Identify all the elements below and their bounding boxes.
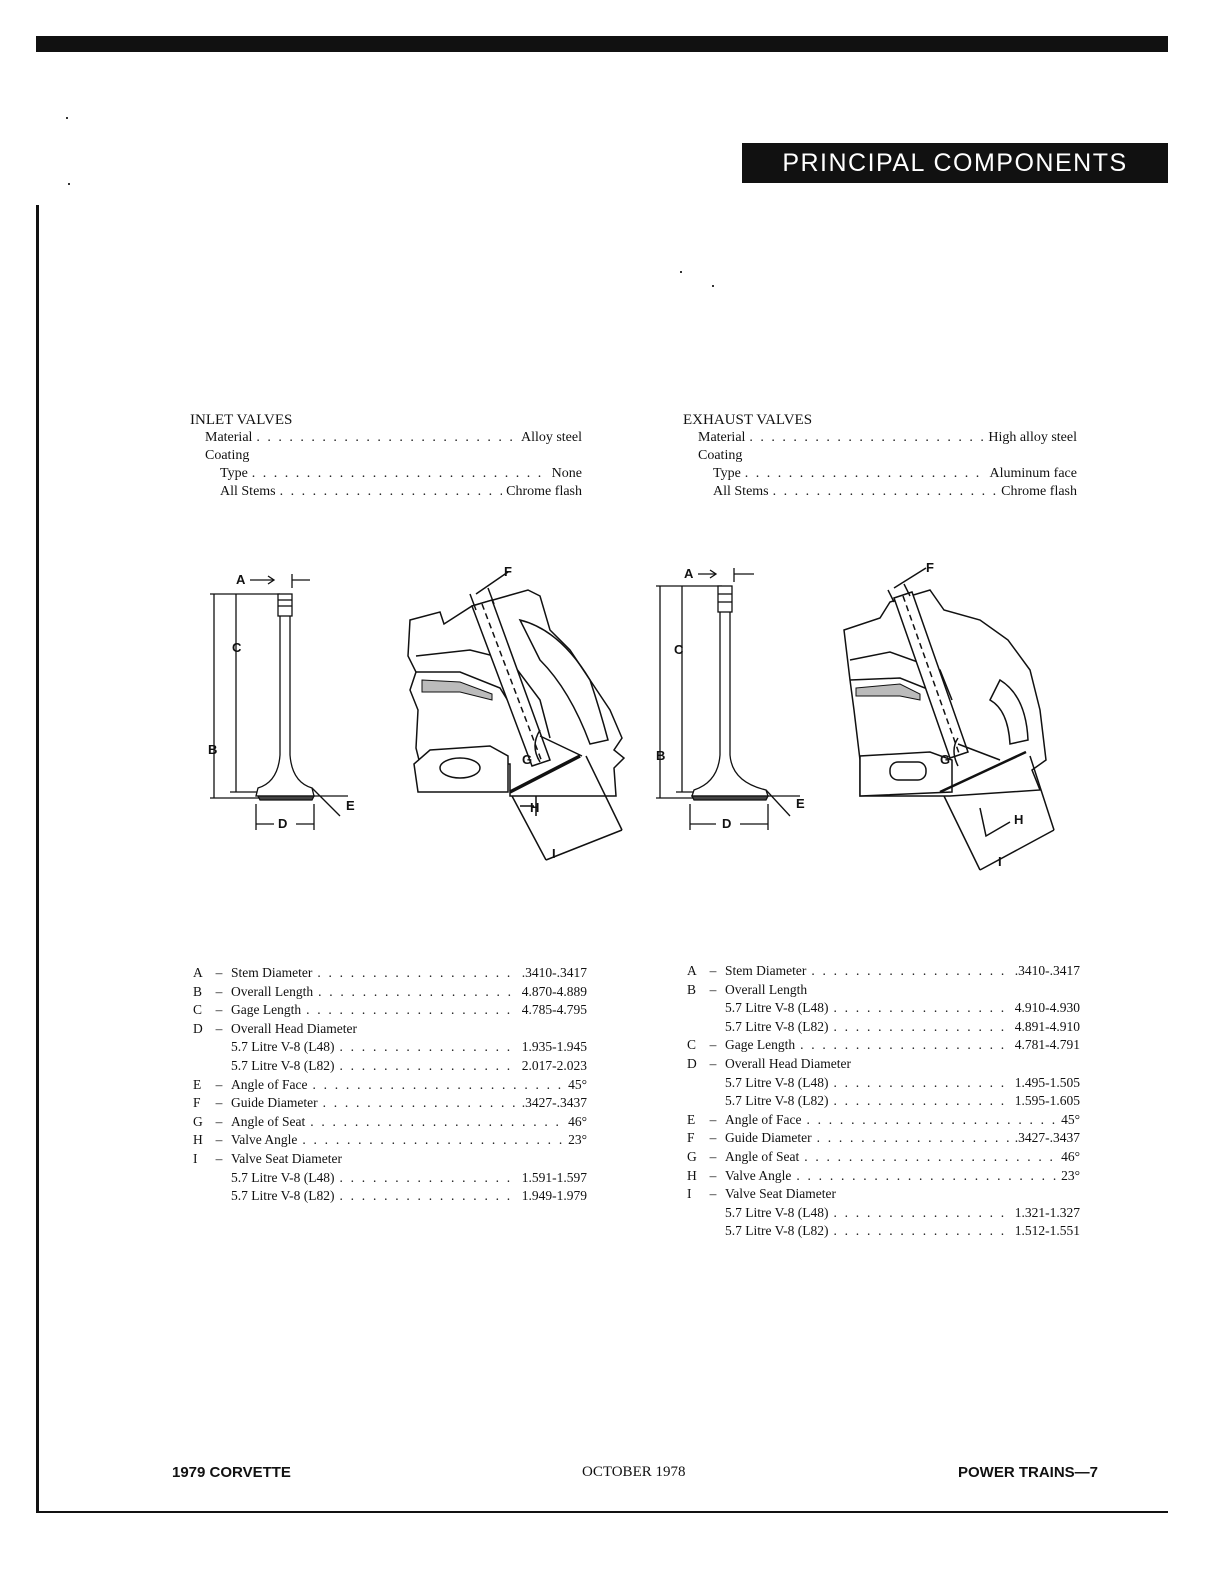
section-banner: PRINCIPAL COMPONENTS — [742, 143, 1168, 183]
footer-date: OCTOBER 1978 — [582, 1464, 686, 1480]
spec-row: MaterialAlloy steel — [190, 430, 582, 448]
label-a: A — [684, 566, 694, 581]
label-g: G — [940, 752, 950, 767]
dim-row: D–Overall Head Diameter — [193, 1020, 357, 1036]
label-a: A — [236, 572, 246, 587]
spec-row: Coating — [698, 448, 743, 463]
spec-row: All StemsChrome flash — [190, 484, 582, 502]
label-f: F — [926, 560, 934, 575]
dim-row: 5.7 Litre V-8 (L82)2.017-2.023 — [193, 1058, 587, 1077]
label-f: F — [504, 564, 512, 579]
dim-row: B–Overall Length — [687, 981, 808, 997]
dim-row: G–Angle of Seat46° — [193, 1114, 587, 1133]
dim-row: H–Valve Angle23° — [193, 1132, 587, 1151]
spec-row: Coating — [205, 448, 250, 463]
inlet-head-section-diagram: F G H I — [407, 564, 626, 861]
exhaust-valve-diagram: A C B D E — [656, 566, 805, 831]
label-e: E — [796, 796, 805, 811]
top-rule — [36, 36, 1168, 52]
label-h: H — [530, 800, 539, 815]
label-c: C — [232, 640, 242, 655]
label-i: I — [552, 846, 556, 861]
label-d: D — [722, 816, 731, 831]
label-b: B — [208, 742, 217, 757]
scan-speck — [712, 285, 714, 287]
label-d: D — [278, 816, 287, 831]
label-b: B — [656, 748, 665, 763]
inlet-title: INLET VALVES — [190, 412, 293, 428]
dim-row: B–Overall Length4.870-4.889 — [193, 984, 587, 1003]
dim-row: C–Gage Length4.781-4.791 — [687, 1037, 1080, 1056]
dim-row: F–Guide Diameter.3427-.3437 — [687, 1130, 1080, 1149]
dim-row: 5.7 Litre V-8 (L82)1.595-1.605 — [687, 1093, 1080, 1112]
dim-row: 5.7 Litre V-8 (L82)1.512-1.551 — [687, 1223, 1080, 1242]
dim-row: A–Stem Diameter.3410-.3417 — [193, 965, 587, 984]
label-g: G — [522, 752, 532, 767]
exhaust-head-section-diagram: F G H I — [843, 560, 1055, 871]
dim-row: 5.7 Litre V-8 (L48)4.910-4.930 — [687, 1000, 1080, 1019]
exhaust-spec-block: EXHAUST VALVES MaterialHigh alloy steel … — [683, 412, 1077, 502]
exhaust-dimensions-list: A–Stem Diameter.3410-.3417 B–Overall Len… — [687, 963, 1080, 1242]
inlet-dimensions-list: A–Stem Diameter.3410-.3417 B–Overall Len… — [193, 965, 587, 1207]
dim-row: 5.7 Litre V-8 (L82)1.949-1.979 — [193, 1188, 587, 1207]
dim-row: F–Guide Diameter.3427-.3437 — [193, 1095, 587, 1114]
dim-row: 5.7 Litre V-8 (L48)1.321-1.327 — [687, 1205, 1080, 1224]
bottom-rule — [36, 1511, 1168, 1513]
dim-row: C–Gage Length4.785-4.795 — [193, 1002, 587, 1021]
exhaust-title: EXHAUST VALVES — [683, 412, 813, 428]
footer-model: 1979 CORVETTE — [172, 1464, 291, 1481]
scan-speck — [680, 271, 682, 273]
label-i: I — [998, 854, 1002, 869]
left-rule — [36, 205, 39, 1513]
dim-row: D–Overall Head Diameter — [687, 1055, 851, 1071]
dim-row: 5.7 Litre V-8 (L82)4.891-4.910 — [687, 1019, 1080, 1038]
dim-row: I–Valve Seat Diameter — [687, 1186, 836, 1202]
label-c: C — [674, 642, 684, 657]
dim-row: G–Angle of Seat46° — [687, 1149, 1080, 1168]
inlet-valve-diagram: A C B D E — [208, 572, 355, 831]
spec-row: TypeNone — [190, 466, 582, 484]
label-e: E — [346, 798, 355, 813]
inlet-spec-block: INLET VALVES MaterialAlloy steel Coating… — [190, 412, 582, 502]
dim-row: 5.7 Litre V-8 (L48)1.935-1.945 — [193, 1039, 587, 1058]
dim-row: E–Angle of Face45° — [687, 1112, 1080, 1131]
scan-speck — [66, 117, 68, 119]
dim-row: H–Valve Angle23° — [687, 1168, 1080, 1187]
dim-row: A–Stem Diameter.3410-.3417 — [687, 963, 1080, 982]
spec-row: MaterialHigh alloy steel — [683, 430, 1077, 448]
spec-row: TypeAluminum face — [683, 466, 1077, 484]
spec-row: All StemsChrome flash — [683, 484, 1077, 502]
scan-speck — [68, 183, 70, 185]
label-h: H — [1014, 812, 1023, 827]
footer-section-page: POWER TRAINS—7 — [958, 1464, 1099, 1481]
dim-row: 5.7 Litre V-8 (L48)1.591-1.597 — [193, 1170, 587, 1189]
dim-row: 5.7 Litre V-8 (L48)1.495-1.505 — [687, 1075, 1080, 1094]
dim-row: I–Valve Seat Diameter — [193, 1150, 342, 1166]
dim-row: E–Angle of Face45° — [193, 1077, 587, 1096]
